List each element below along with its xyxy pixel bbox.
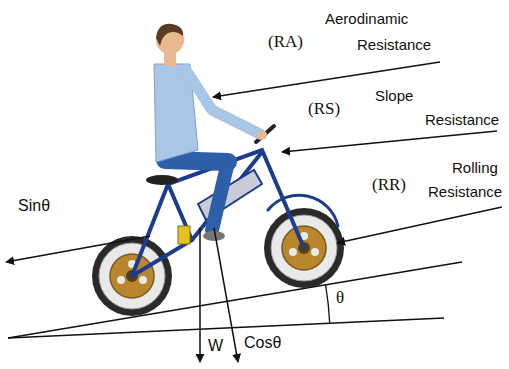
label-holder: Rolling Resistance (428, 156, 506, 204)
label-holder: W (208, 337, 223, 355)
label-holder: Slope Resistance (425, 84, 505, 132)
symbol-label: Sinθ (18, 197, 50, 215)
force-arrows (6, 62, 502, 362)
label-holder: Aerodinamic Resistance (357, 6, 457, 58)
seat (146, 175, 178, 185)
incline (8, 262, 462, 338)
force-label: Slope Resistance (425, 84, 505, 132)
symbol-label: (RA) (268, 32, 303, 52)
label-holder: (RS) (308, 99, 340, 119)
symbol-label: θ (336, 288, 344, 308)
label-holder: Cosθ (244, 334, 281, 352)
bike-frame (132, 150, 338, 276)
label-holder: (RA) (268, 32, 303, 52)
symbol-label: (RS) (308, 99, 340, 119)
symbol-label: Cosθ (244, 334, 281, 352)
symbol-label: (RR) (372, 175, 406, 195)
rider (154, 24, 267, 241)
label-holder: (RR) (372, 175, 406, 195)
force-label: Aerodinamic Resistance (357, 6, 457, 58)
label-holder: Sinθ (18, 197, 50, 215)
motor-controller (178, 226, 190, 244)
label-holder: θ (336, 288, 344, 308)
symbol-label: W (208, 337, 223, 355)
force-label: Rolling Resistance (428, 156, 506, 204)
